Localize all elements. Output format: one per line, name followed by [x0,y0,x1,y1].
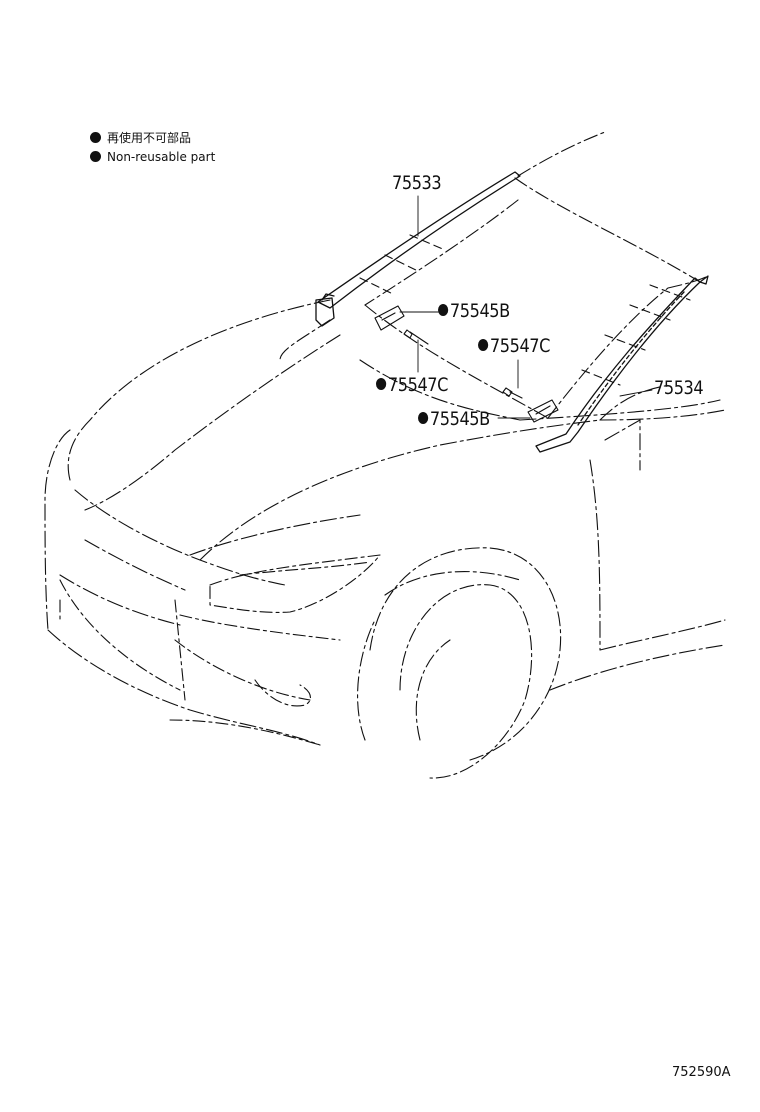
windshield-outline [279,131,709,419]
non-reusable-dot-icon [90,151,101,162]
legend-line-ja: 再使用不可部品 [90,131,191,145]
part-number-75545b-upper: 75545B [438,300,510,322]
headlight-grille [59,554,381,746]
non-reusable-dot-icon [376,378,387,390]
part-number-75547c-left-label: 75547C [387,374,449,396]
clip-75545b-lower [527,399,559,423]
legend-text-ja: 再使用不可部品 [107,131,192,145]
clip-75545b-upper [374,305,405,331]
part-number-75545b-upper-label: 75545B [449,300,510,322]
part-number-75547c-left: 75547C [376,374,448,396]
figure-code: 752590A [672,1065,731,1080]
part-number-75533-label: 75533 [392,172,442,194]
part-number-75545b-lower-label: 75545B [429,408,490,430]
non-reusable-dot-icon [418,412,429,424]
part-number-75534: 75534 [654,377,704,399]
legend-text-en: Non-reusable part [107,150,216,164]
part-number-75547c-right-label: 75547C [489,335,551,357]
fastener-75547c-left [403,329,429,345]
leader-lines [399,195,653,419]
part-number-75533: 75533 [392,172,442,194]
legend-line-en: Non-reusable part [90,150,215,164]
front-wheel [357,547,562,779]
non-reusable-dot-icon [90,132,101,143]
non-reusable-dot-icon [438,304,449,316]
part-number-75534-label: 75534 [654,377,704,399]
body-outline [44,299,726,746]
part-number-75545b-lower: 75545B [418,408,490,430]
windshield-guides [359,234,691,386]
molding-75534 [535,275,709,453]
molding-75533 [315,171,521,327]
part-number-75547c-right: 75547C [478,335,550,357]
fastener-75547c-right [502,387,523,399]
non-reusable-dot-icon [478,339,489,351]
